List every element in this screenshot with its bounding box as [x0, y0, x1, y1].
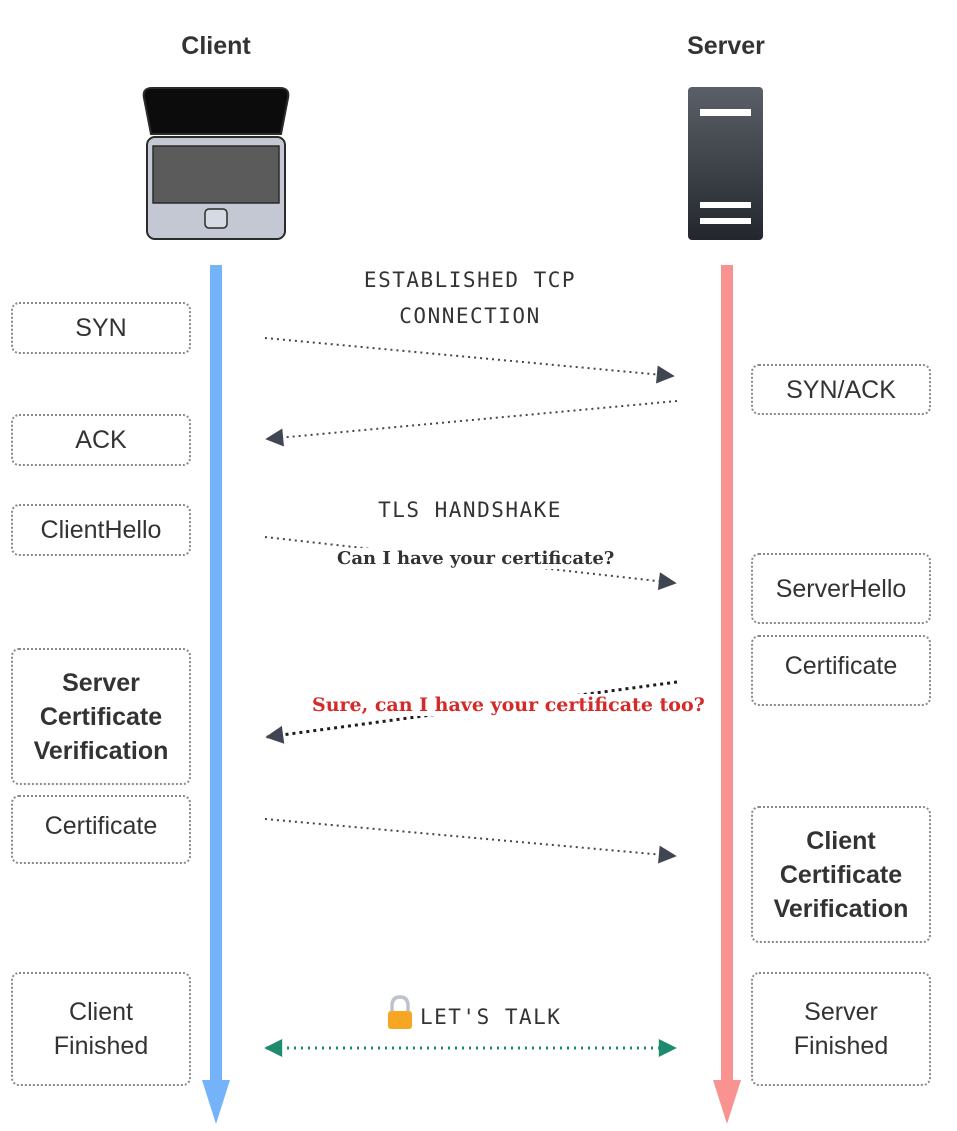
- certificate-send-note: Sure, can I have your certificate too?: [310, 694, 707, 716]
- server-step-client-cert-verification: Client Certificate Verification: [751, 806, 931, 943]
- tcp-phase-label: ESTABLISHED TCP CONNECTION: [363, 268, 577, 328]
- server-step-syn-ack: SYN/ACK: [751, 364, 931, 415]
- client-step-finished: Client Finished: [11, 972, 191, 1086]
- certificate-request-note: Can I have your certificate?: [334, 548, 618, 569]
- syn-ack-arrow: [265, 400, 678, 447]
- client-step-certificate: Certificate: [11, 795, 191, 864]
- client-step-client-hello: ClientHello: [11, 504, 191, 556]
- client-hello-arrow: [264, 536, 677, 591]
- client-step-server-cert-verification: Server Certificate Verification: [11, 648, 191, 785]
- client-step-ack: ACK: [11, 414, 191, 466]
- server-title: Server: [687, 32, 765, 60]
- server-step-certificate: Certificate: [751, 635, 931, 706]
- server-icon: [688, 87, 763, 240]
- server-step-finished: Server Finished: [751, 972, 931, 1086]
- lock-icon: [388, 995, 412, 1029]
- laptop-icon: [142, 87, 290, 240]
- client-title: Client: [181, 32, 251, 60]
- client-lifeline: [202, 265, 230, 1124]
- syn-arrow: [264, 337, 675, 384]
- client-certificate-arrow: [264, 818, 677, 864]
- server-step-server-hello: ServerHello: [751, 553, 931, 624]
- client-step-syn: SYN: [11, 302, 191, 354]
- talk-phase-label: LET'S TALK: [420, 1005, 562, 1029]
- server-lifeline: [713, 265, 741, 1124]
- tls-phase-label: TLS HANDSHAKE: [378, 498, 562, 522]
- certificate-request-arrow: [265, 680, 678, 744]
